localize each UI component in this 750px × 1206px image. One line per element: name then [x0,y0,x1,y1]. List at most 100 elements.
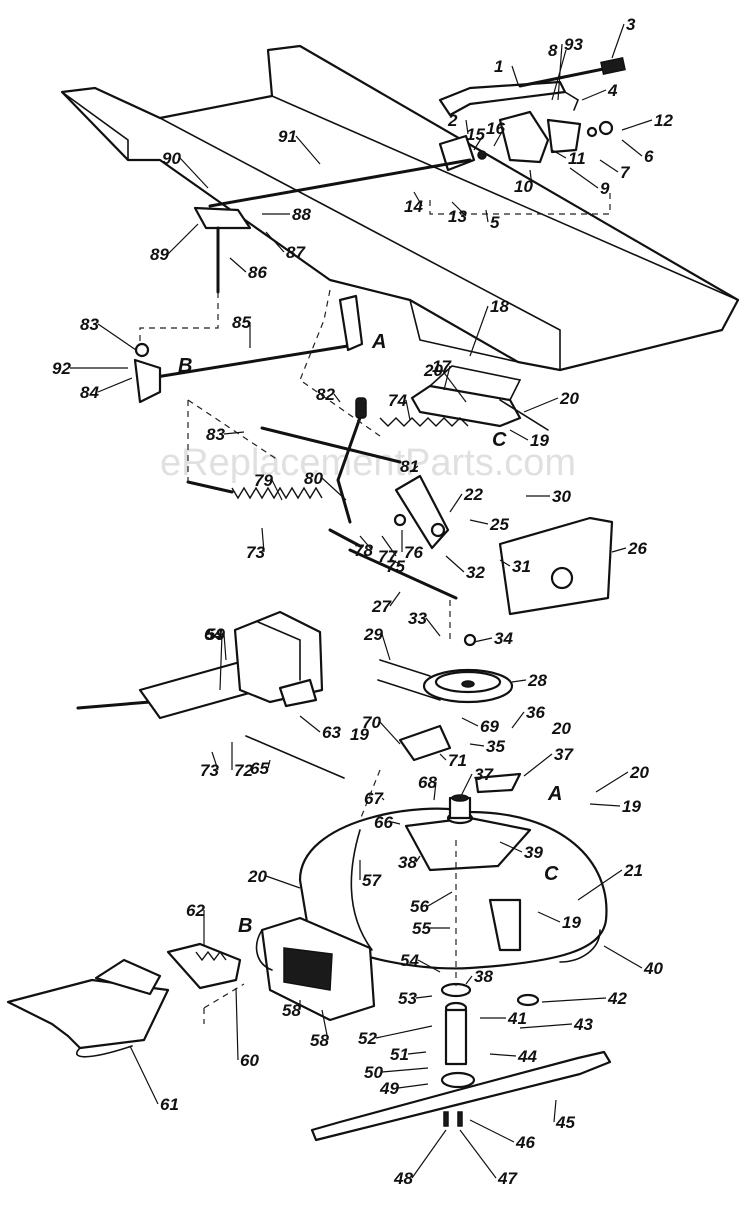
callout-72: 72 [234,761,253,780]
callout-82: 82 [316,385,335,404]
callout-21: 21 [623,861,643,880]
callout-leader [389,591,401,607]
callout-56: 56 [410,897,429,916]
callout-5: 5 [490,213,500,232]
callout-50: 50 [364,1063,383,1082]
callout-8: 8 [548,41,558,60]
callout-leader [211,751,219,771]
callout-74: 74 [388,391,407,410]
callout-11: 11 [568,149,586,168]
callout-leader [581,89,607,101]
callout-leader [599,159,619,173]
callout-19: 19 [562,913,581,932]
callout-17: 17 [432,357,452,376]
callout-leader [97,377,133,393]
callout-leader [333,393,341,403]
callout-58: 58 [282,1001,301,1020]
callout-52: 52 [358,1029,377,1048]
callout-27: 27 [371,597,392,616]
callout-leader [469,305,489,357]
callout-46: 46 [515,1133,535,1152]
callout-44: 44 [517,1047,537,1066]
callout-66: 66 [374,813,393,832]
callout-leader [473,637,493,643]
callout-54: 54 [400,951,419,970]
callout-83: 83 [80,315,99,334]
callout-leader [499,559,511,567]
callout-leader [375,1025,433,1039]
callout-31: 31 [512,557,531,576]
callout-leader [381,535,397,557]
callout-57: 57 [362,871,382,890]
callout-leader [267,759,271,769]
callout-85: 85 [232,313,251,332]
callout-leader [611,547,627,553]
reference-letter-A: A [371,331,386,353]
spring-73-lower [186,480,362,548]
callout-leader [465,975,473,985]
callout-leader [381,1067,429,1073]
link-82 [260,426,402,464]
callout-79: 79 [254,471,273,490]
callout-leader [459,773,473,799]
assembly-lines [139,190,611,1024]
callout-leader [489,1053,517,1057]
callout-leader [537,911,561,923]
callout-leader [551,49,567,101]
callout-13: 13 [448,207,467,226]
callout-37: 37 [554,745,574,764]
callout-20: 20 [559,389,579,408]
callout-leader [321,1009,329,1041]
callout-leader [603,945,643,969]
callout-leader [439,753,447,761]
callout-89: 89 [150,245,169,264]
callout-39: 39 [524,843,543,862]
lever-81 [336,397,367,524]
callout-86: 86 [248,263,267,282]
callout-88: 88 [292,205,311,224]
callout-leader [469,743,485,747]
watermark: eReplacementParts.com [160,442,576,484]
callout-leader [553,1099,557,1123]
callout-leader [261,527,265,553]
callout-leader [551,149,567,159]
callout-leader [97,323,137,351]
callout-77: 77 [378,547,398,566]
callout-leader [407,1051,427,1055]
callout-12: 12 [654,111,673,130]
callout-leader [511,65,519,85]
callout-16: 16 [486,119,505,138]
callout-leader [509,429,529,441]
callout-58: 58 [310,1031,329,1050]
callout-36: 36 [526,703,545,722]
callout-leader [381,633,391,661]
callout-91: 91 [278,127,297,146]
bracket-88 [193,206,252,294]
callout-leader [219,633,223,691]
callout-leader [443,365,451,391]
callout-leader [265,875,301,889]
callout-30: 30 [552,487,571,506]
callout-leader [167,223,199,255]
rod-26 [348,548,458,600]
callout-41: 41 [507,1009,527,1028]
callout-leader [265,231,285,253]
callout-leader [449,493,463,513]
callout-59: 59 [206,625,225,644]
callout-10: 10 [514,177,533,196]
callout-leader [415,995,433,999]
callout-22: 22 [463,485,483,504]
callout-40: 40 [643,959,663,978]
callout-80: 80 [304,469,323,488]
callout-leader [391,821,401,825]
callout-leader [485,209,489,223]
hinge-bracket [166,942,242,990]
belt-guard [498,516,614,616]
callout-leader [413,191,423,207]
callout-leader [441,369,467,403]
callout-6: 6 [644,147,654,166]
callout-18: 18 [490,297,509,316]
callout-65: 65 [250,759,269,778]
callout-63: 63 [322,723,341,742]
